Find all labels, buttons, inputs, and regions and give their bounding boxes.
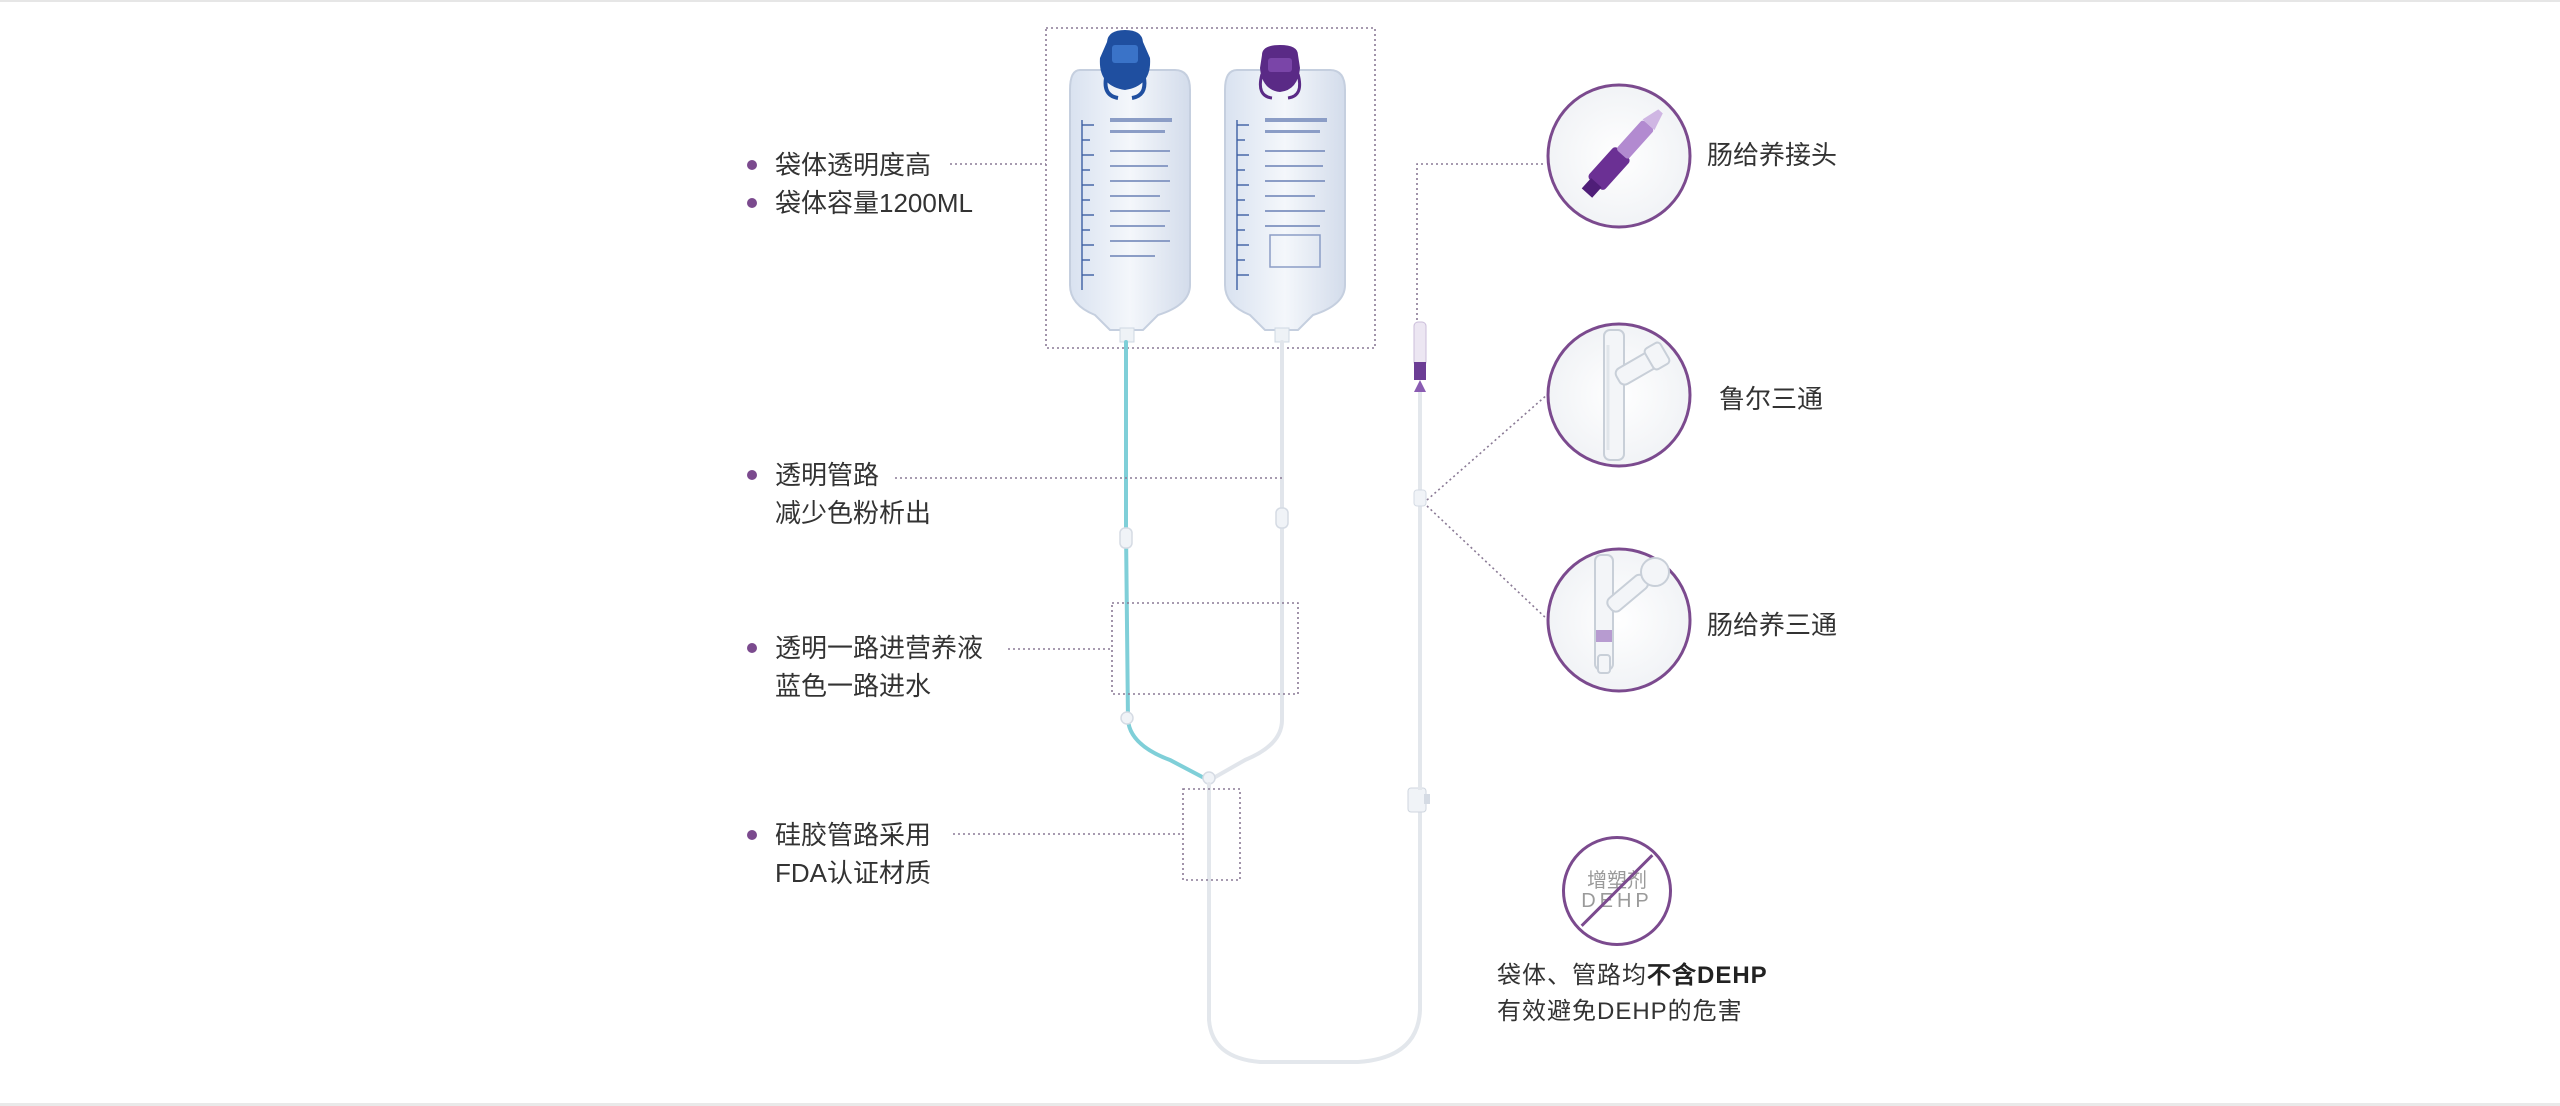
dual-line-feature-detail: 蓝色一路进水 — [775, 671, 932, 701]
clear-nutrition-tube — [1208, 340, 1284, 782]
bag-features: 袋体透明度高 袋体容量1200ML — [745, 146, 973, 222]
dehp-badge-line2: DEHP — [1581, 890, 1653, 912]
bullet-dot — [747, 643, 757, 653]
silicone-feature-detail: FDA认证材质 — [775, 858, 932, 888]
nutrition-bag-purple-cap — [1224, 45, 1346, 343]
top-border — [0, 0, 2560, 2]
feature-bag-capacity: 袋体容量1200ML — [745, 184, 973, 222]
silicone-tube — [1207, 388, 1422, 1064]
dual-line-feature-title: 透明一路进营养液 — [775, 633, 984, 663]
silicone-box — [1182, 788, 1241, 881]
tube-feature-detail: 减少色粉析出 — [775, 498, 932, 528]
feeding-tee-zoom — [1546, 547, 1692, 693]
y-junction-box — [1111, 602, 1299, 695]
bullet-dot — [747, 198, 757, 208]
bullet-dot — [747, 160, 757, 170]
dehp-note-line2: 有效避免DEHP的危害 — [1497, 998, 1743, 1025]
dehp-note-emphasis: 不含DEHP — [1647, 962, 1768, 989]
connector-label: 肠给养接头 — [1707, 140, 1838, 170]
dehp-note-prefix: 袋体、管路均 — [1497, 962, 1647, 989]
bottom-border — [0, 1103, 2560, 1106]
connector-zoom — [1546, 83, 1692, 229]
feature-bag-transparency: 袋体透明度高 — [745, 146, 973, 184]
silicone-feature: 硅胶管路采用 FDA认证材质 — [745, 816, 931, 892]
silicone-feature-title: 硅胶管路采用 — [775, 820, 932, 850]
right-tube-parts — [1407, 321, 1430, 813]
feeding-tee-label: 肠给养三通 — [1707, 610, 1838, 640]
dual-line-feature: 透明一路进营养液 蓝色一路进水 — [745, 629, 983, 705]
no-dehp-icon: 增塑剂 DEHP — [1562, 836, 1672, 946]
luer-tee-label: 鲁尔三通 — [1719, 384, 1824, 414]
tube-feature: 透明管路 减少色粉析出 — [745, 456, 931, 532]
nutrition-bag-blue-cap — [1069, 30, 1191, 343]
dehp-note: 袋体、管路均不含DEHP 有效避免DEHP的危害 — [1497, 958, 1768, 1030]
bullet-dot — [747, 470, 757, 480]
luer-tee-zoom — [1546, 322, 1692, 468]
clamp-markers — [1119, 507, 1289, 785]
bullet-dot — [747, 830, 757, 840]
blue-water-tube — [1124, 340, 1210, 782]
tube-feature-title: 透明管路 — [775, 460, 880, 490]
